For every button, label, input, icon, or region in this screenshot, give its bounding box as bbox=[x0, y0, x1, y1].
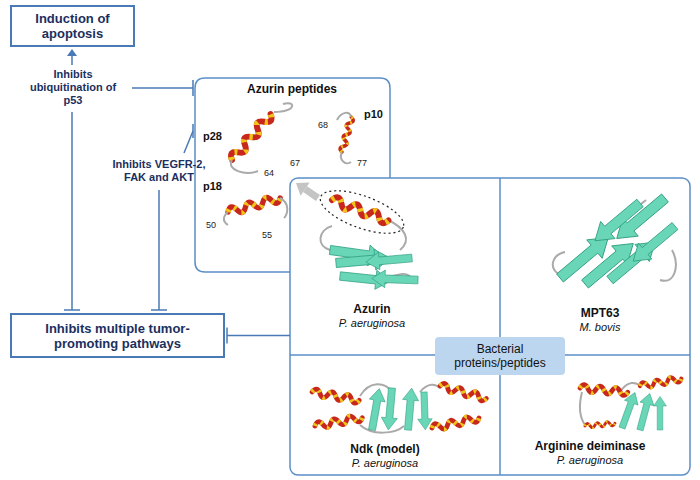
residue-number: 67 bbox=[290, 158, 300, 168]
azurin-structure bbox=[315, 182, 418, 291]
label-holder: p10 bbox=[364, 108, 383, 121]
center-box: Bacterial proteins/peptides bbox=[435, 337, 565, 375]
peptide-name: p10 bbox=[364, 108, 383, 121]
protein-name: Azurin bbox=[297, 302, 447, 316]
label-holder: 77 bbox=[357, 158, 367, 168]
species-name: P. aeruginosa bbox=[310, 456, 460, 470]
label-holder: 50 bbox=[206, 220, 216, 230]
pointer-arrow bbox=[305, 189, 318, 198]
outcome-text: Induction of apoptosis bbox=[18, 11, 127, 41]
label-holder: Inhibits ubiquitination of p53 bbox=[22, 68, 124, 107]
label-holder: p28 bbox=[203, 130, 222, 143]
mechanism-label: Inhibits ubiquitination of p53 bbox=[22, 68, 124, 107]
ndk-structure bbox=[311, 383, 487, 433]
species-name: P. aeruginosa bbox=[515, 453, 665, 467]
panel-outline bbox=[195, 78, 390, 272]
protein-name: MPT63 bbox=[525, 306, 675, 320]
label-holder: p18 bbox=[203, 180, 222, 193]
protein-name: Arginine deiminase bbox=[515, 439, 665, 453]
center-text: Bacterial proteins/peptides bbox=[441, 342, 559, 370]
protein-quadrant: MPT63M. bovis bbox=[500, 178, 690, 355]
outcome-text: Inhibits multiple tumor-promoting pathwa… bbox=[18, 321, 217, 351]
inhibition-line bbox=[227, 335, 290, 337]
residue-number: 68 bbox=[318, 120, 328, 130]
protein-panel bbox=[290, 178, 690, 475]
protein-quadrant: Ndk (model)P. aeruginosa bbox=[290, 355, 500, 475]
protein-quadrant: Arginine deiminaseP. aeruginosa bbox=[500, 355, 690, 475]
label-holder: 68 bbox=[318, 120, 328, 130]
species-name: M. bovis bbox=[525, 320, 675, 334]
protein-name: Ndk (model) bbox=[310, 442, 460, 456]
outcome-box: Inhibits multiple tumor-promoting pathwa… bbox=[10, 313, 225, 358]
panel-title: Azurin peptides bbox=[227, 82, 357, 96]
arrow-head bbox=[296, 183, 310, 196]
residue-number: 55 bbox=[262, 230, 272, 240]
label-holder: 67 bbox=[290, 158, 300, 168]
outcome-box: Induction of apoptosis bbox=[10, 5, 135, 47]
residue-number: 64 bbox=[264, 168, 274, 178]
mpt63-structure bbox=[552, 189, 681, 293]
residue-number: 77 bbox=[357, 158, 367, 168]
mechanism-label: Inhibits VEGFR-2, FAK and AKT bbox=[103, 158, 215, 184]
label-holder: 55 bbox=[262, 230, 272, 240]
label-holder: 64 bbox=[264, 168, 274, 178]
label-holder: Inhibits VEGFR-2, FAK and AKT bbox=[103, 158, 215, 184]
peptide-structures bbox=[224, 103, 354, 225]
arrow-head bbox=[67, 49, 77, 56]
arginine-deiminase-structure bbox=[580, 376, 682, 432]
peptide-name: p28 bbox=[203, 130, 222, 143]
residue-number: 50 bbox=[206, 220, 216, 230]
inhibition-bar bbox=[226, 328, 228, 344]
peptide-panel: Azurin peptides bbox=[195, 78, 390, 272]
protein-quadrant: AzurinP. aeruginosa bbox=[290, 178, 500, 355]
peptide-name: p18 bbox=[203, 180, 222, 193]
species-name: P. aeruginosa bbox=[297, 316, 447, 330]
